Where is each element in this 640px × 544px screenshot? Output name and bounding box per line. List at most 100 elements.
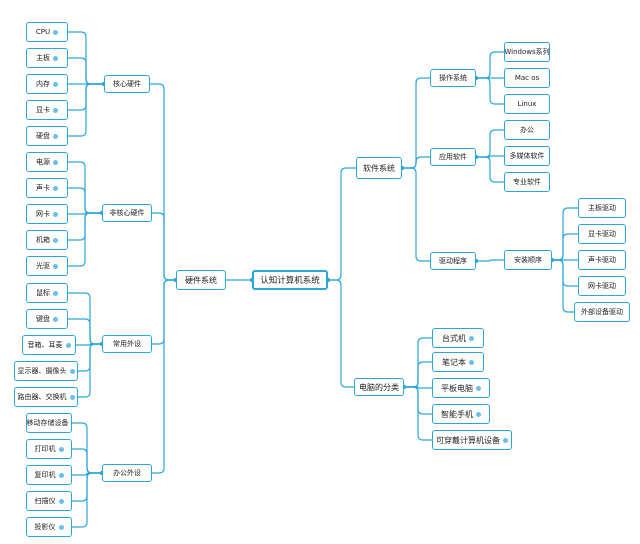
apps-leaf-multimedia[interactable]: 多媒体软件 xyxy=(504,146,550,166)
hardware-leaf-case[interactable]: 机箱 xyxy=(26,230,68,250)
connector-line xyxy=(404,361,432,388)
connector-line xyxy=(78,343,102,398)
drivers-node[interactable]: 驱动程序 xyxy=(430,252,476,270)
hardware-leaf-copier[interactable]: 复印机 xyxy=(26,465,72,485)
note-dot-icon xyxy=(58,524,64,530)
connector-line xyxy=(68,212,102,267)
note-dot-icon xyxy=(53,185,58,191)
connector-line xyxy=(68,57,104,85)
connector-line xyxy=(72,448,102,474)
os-leaf-linux[interactable]: Linux xyxy=(504,94,550,114)
hardware-leaf-router[interactable]: 路由器、交换机 xyxy=(14,387,78,407)
os-node[interactable]: 操作系统 xyxy=(430,69,476,87)
non-core-hardware-node[interactable]: 非核心硬件 xyxy=(102,204,152,222)
connector-line xyxy=(476,77,504,105)
note-dot-icon xyxy=(53,159,58,165)
class-leaf-desktop[interactable]: 台式机 xyxy=(432,328,484,348)
hardware-leaf-motherboard[interactable]: 主板 xyxy=(26,48,68,68)
connector-line xyxy=(152,279,176,474)
note-dot-icon xyxy=(58,498,64,504)
connector-line xyxy=(476,156,504,183)
connector-line xyxy=(402,77,430,169)
class-leaf-wearable[interactable]: 可穿戴计算机设备 xyxy=(432,430,512,450)
note-dot-icon xyxy=(53,55,58,61)
install-order-node[interactable]: 安装顺序 xyxy=(504,250,552,270)
hardware-leaf-printer[interactable]: 打印机 xyxy=(26,439,72,459)
hardware-leaf-projector[interactable]: 投影仪 xyxy=(26,517,72,537)
connector-line xyxy=(476,129,504,158)
hardware-leaf-netcard[interactable]: 网卡 xyxy=(26,204,68,224)
hardware-system-node[interactable]: 硬件系统 xyxy=(176,270,226,290)
note-dot-icon xyxy=(53,263,58,269)
classification-node[interactable]: 电脑的分类 xyxy=(354,378,404,396)
note-dot-icon xyxy=(53,107,58,113)
connector-line xyxy=(552,259,574,313)
hardware-leaf-keyboard[interactable]: 键盘 xyxy=(26,309,68,329)
connector-line xyxy=(72,472,102,476)
apps-node[interactable]: 应用软件 xyxy=(430,148,476,166)
driver-leaf-motherboard[interactable]: 主板驱动 xyxy=(578,198,626,218)
connector-line xyxy=(152,212,176,281)
note-dot-icon xyxy=(53,81,58,87)
driver-leaf-gpu[interactable]: 显卡驱动 xyxy=(578,224,626,244)
connector-line xyxy=(402,167,430,262)
connector-line xyxy=(328,279,354,388)
connector-line xyxy=(404,386,432,441)
core-hardware-node[interactable]: 核心硬件 xyxy=(104,75,150,93)
hardware-leaf-gpu[interactable]: 显卡 xyxy=(26,100,68,120)
driver-leaf-sound[interactable]: 声卡驱动 xyxy=(578,250,626,270)
class-leaf-tablet[interactable]: 平板电脑 xyxy=(432,378,490,398)
note-dot-icon xyxy=(503,437,508,443)
note-dot-icon xyxy=(65,342,71,348)
central-topic[interactable]: 认知计算机系统 xyxy=(252,270,328,290)
apps-leaf-professional[interactable]: 专业软件 xyxy=(504,172,550,192)
os-leaf-windows[interactable]: Windows系列 xyxy=(504,42,550,62)
hardware-leaf-harddisk[interactable]: 硬盘 xyxy=(26,126,68,146)
hardware-leaf-memory[interactable]: 内存 xyxy=(26,74,68,94)
note-dot-icon xyxy=(58,446,64,452)
hardware-leaf-storage[interactable]: 移动存储设备 xyxy=(26,413,72,433)
hardware-leaf-mouse[interactable]: 鼠标 xyxy=(26,283,68,303)
connector-line xyxy=(68,212,102,215)
connector-line xyxy=(68,83,104,137)
connector-line xyxy=(552,259,578,287)
hardware-leaf-cpu[interactable]: CPU xyxy=(26,22,68,42)
os-leaf-macos[interactable]: Mac os xyxy=(504,68,550,88)
connector-line xyxy=(552,233,578,261)
note-dot-icon xyxy=(58,472,64,478)
connector-line xyxy=(72,472,102,528)
hardware-leaf-monitor[interactable]: 显示器、摄像头 xyxy=(14,361,78,381)
driver-leaf-network[interactable]: 网卡驱动 xyxy=(578,276,626,296)
software-system-node[interactable]: 软件系统 xyxy=(356,157,402,179)
note-dot-icon xyxy=(476,411,481,417)
connector-line xyxy=(328,167,356,281)
hardware-leaf-scanner[interactable]: 扫描仪 xyxy=(26,491,72,511)
office-peripherals-node[interactable]: 办公外设 xyxy=(102,464,152,482)
connector-line xyxy=(476,51,504,79)
apps-leaf-office[interactable]: 办公 xyxy=(504,120,550,140)
connector-line xyxy=(76,343,102,346)
class-leaf-laptop[interactable]: 笔记本 xyxy=(432,352,484,372)
connector-line xyxy=(68,187,102,214)
note-dot-icon xyxy=(469,335,474,341)
note-dot-icon xyxy=(53,237,58,243)
note-dot-icon xyxy=(53,316,58,322)
note-dot-icon xyxy=(53,29,59,35)
connector-line xyxy=(476,259,504,262)
note-dot-icon xyxy=(53,133,58,139)
note-dot-icon xyxy=(469,359,474,365)
hardware-leaf-psu[interactable]: 电源 xyxy=(26,152,68,172)
driver-leaf-external[interactable]: 外部设备驱动 xyxy=(574,302,630,322)
note-dot-icon xyxy=(69,394,75,400)
note-dot-icon xyxy=(69,368,75,374)
note-dot-icon xyxy=(476,385,481,391)
note-dot-icon xyxy=(53,290,58,296)
common-peripherals-node[interactable]: 常用外设 xyxy=(102,335,152,353)
class-leaf-smartphone[interactable]: 智能手机 xyxy=(432,404,490,424)
hardware-leaf-soundcard[interactable]: 声卡 xyxy=(26,178,68,198)
connector-line xyxy=(150,83,176,281)
note-dot-icon xyxy=(53,211,58,217)
hardware-leaf-speakers[interactable]: 音箱、耳麦 xyxy=(22,335,76,355)
hardware-leaf-optical[interactable]: 光驱 xyxy=(26,256,68,276)
